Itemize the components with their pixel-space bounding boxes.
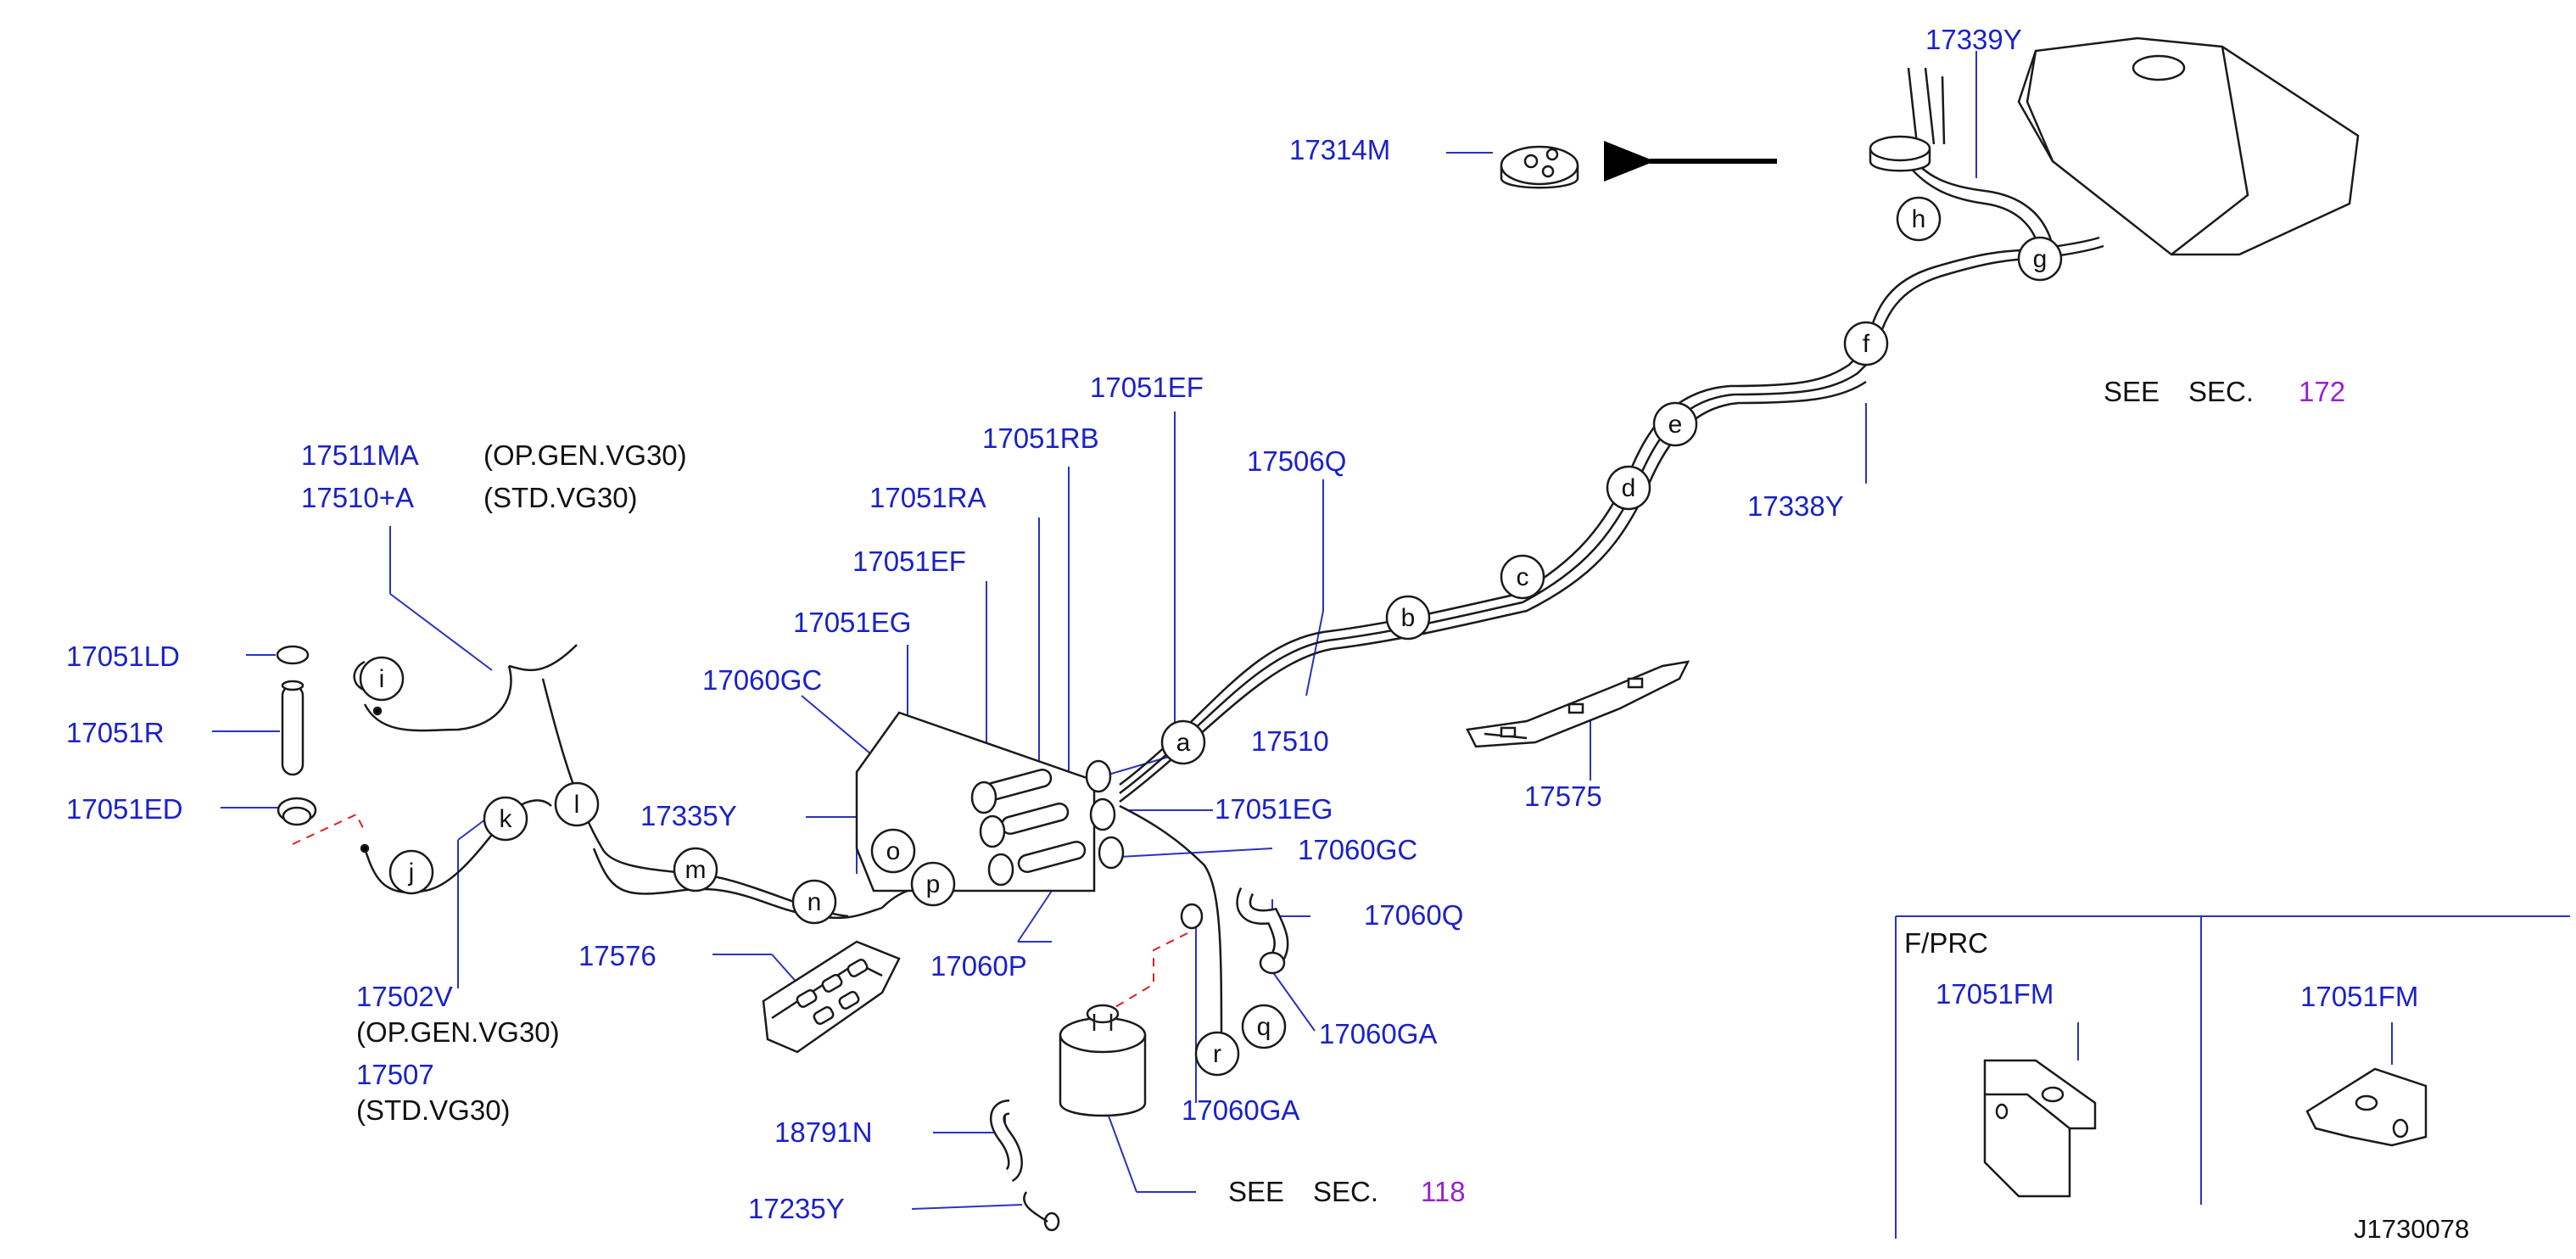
callout-m: m — [673, 847, 718, 892]
note-op-gen-2: (OP.GEN.VG30) — [356, 1016, 560, 1048]
part-17051LD[interactable]: 17051LD — [66, 641, 180, 672]
part-17051EF[interactable]: 17051EF — [852, 546, 966, 577]
part-17051FM-a[interactable]: 17051FM — [1936, 978, 2054, 1010]
callout-i: i — [359, 656, 405, 702]
note-std-1: (STD.VG30) — [483, 482, 638, 513]
callout-letter-l: l — [574, 791, 580, 819]
part-17051RB[interactable]: 17051RB — [982, 422, 1099, 454]
part-17051ED[interactable]: 17051ED — [66, 793, 183, 825]
callout-l: l — [554, 781, 600, 827]
see-label-172: SEE — [2104, 376, 2160, 407]
callout-k: k — [483, 796, 528, 842]
callout-letter-h: h — [1912, 205, 1926, 233]
part-17335Y[interactable]: 17335Y — [640, 800, 737, 831]
callout-letter-o: o — [886, 837, 901, 865]
callout-letter-p: p — [926, 870, 941, 898]
inset-bracket-a — [1983, 1059, 2097, 1198]
callout-j: j — [388, 849, 434, 895]
see-label-118: SEE — [1228, 1176, 1285, 1207]
part-17060GC[interactable]: 17060GC — [1298, 834, 1418, 865]
fuel-tank — [2017, 36, 2360, 256]
part-17051EF-top[interactable]: 17051EF — [1090, 372, 1204, 403]
callout-p: p — [910, 861, 956, 907]
callout-letter-e: e — [1668, 411, 1683, 439]
part-17060P[interactable]: 17060P — [930, 950, 1027, 982]
callout-g: g — [2017, 236, 2063, 282]
callout-letter-q: q — [1257, 1013, 1271, 1041]
callout-letter-r: r — [1213, 1040, 1221, 1068]
part-18791N[interactable]: 18791N — [774, 1116, 873, 1148]
part-17502V[interactable]: 17502V — [356, 981, 453, 1012]
callout-r: r — [1194, 1031, 1240, 1077]
part-17060GC-left[interactable]: 17060GC — [702, 664, 823, 696]
part-17575[interactable]: 17575 — [1524, 781, 1602, 812]
callout-a: a — [1160, 719, 1206, 765]
part-17051EG[interactable]: 17051EG — [1215, 793, 1333, 825]
callout-letter-n: n — [807, 888, 822, 916]
inset-frame — [1895, 915, 2570, 1239]
callout-c: c — [1500, 554, 1545, 600]
section-link-172[interactable]: 172 — [2299, 376, 2346, 407]
section-link-118[interactable]: 118 — [1421, 1176, 1466, 1207]
callout-n: n — [791, 879, 837, 925]
inset-title: F/PRC — [1904, 927, 1988, 959]
diagram-id: J1730078 — [2354, 1214, 2470, 1244]
part-17510[interactable]: 17510 — [1251, 725, 1329, 757]
dashed-connectors — [292, 813, 1188, 1010]
filler-neck — [1869, 135, 1931, 172]
part-17506Q[interactable]: 17506Q — [1247, 445, 1347, 477]
left-small-parts — [276, 645, 383, 853]
callout-letter-g: g — [2033, 245, 2048, 273]
callout-letter-k: k — [500, 805, 513, 833]
callout-q: q — [1241, 1004, 1287, 1049]
inset-bracket-b — [2305, 1067, 2428, 1147]
callout-letter-j: j — [408, 859, 415, 887]
part-17051EG-left[interactable]: 17051EG — [793, 607, 912, 638]
canister-lines — [1119, 804, 1223, 1053]
sec-label-172: SEC. — [2188, 376, 2255, 407]
part-17510A[interactable]: 17510+A — [301, 482, 415, 513]
part-17060GA[interactable]: 17060GA — [1182, 1094, 1300, 1126]
part-17338Y[interactable]: 17338Y — [1747, 490, 1844, 522]
hose-18791n — [990, 1100, 1060, 1232]
callout-letter-i: i — [379, 665, 385, 693]
part-17576[interactable]: 17576 — [578, 940, 657, 971]
part-17060Q[interactable]: 17060Q — [1364, 899, 1464, 931]
callout-d: d — [1606, 465, 1651, 511]
callout-letter-a: a — [1176, 729, 1191, 757]
left-hoses — [363, 644, 934, 920]
canister — [1059, 1004, 1147, 1117]
part-17060GA-right[interactable]: 17060GA — [1319, 1018, 1438, 1049]
callout-e: e — [1652, 401, 1698, 447]
callout-letter-c: c — [1517, 563, 1529, 591]
part-17051RA[interactable]: 17051RA — [869, 482, 986, 513]
bracket-17575 — [1466, 660, 1690, 748]
part-17314M[interactable]: 17314M — [1289, 134, 1391, 165]
callout-h: h — [1896, 196, 1942, 242]
clamps-tubes — [970, 759, 1289, 975]
part-17235Y[interactable]: 17235Y — [748, 1193, 845, 1224]
part-17051R[interactable]: 17051R — [66, 717, 165, 748]
sec-label-118: SEC. — [1313, 1176, 1379, 1207]
note-std-2: (STD.VG30) — [356, 1094, 511, 1126]
part-17511MA[interactable]: 17511MA — [301, 439, 419, 471]
callout-letter-m: m — [685, 856, 707, 884]
part-17507[interactable]: 17507 — [356, 1059, 434, 1090]
grommet-17314m — [1500, 145, 1579, 189]
callout-letter-f: f — [1863, 330, 1870, 358]
callout-o: o — [870, 828, 916, 874]
note-op-gen-1: (OP.GEN.VG30) — [483, 439, 687, 471]
callout-f: f — [1843, 321, 1889, 367]
part-17051FM-b[interactable]: 17051FM — [2300, 981, 2419, 1012]
callout-letter-d: d — [1622, 474, 1636, 502]
part-17339Y[interactable]: 17339Y — [1925, 24, 2022, 55]
callout-letter-b: b — [1401, 604, 1416, 632]
bracket-17576 — [762, 940, 901, 1054]
callout-b: b — [1385, 595, 1431, 641]
